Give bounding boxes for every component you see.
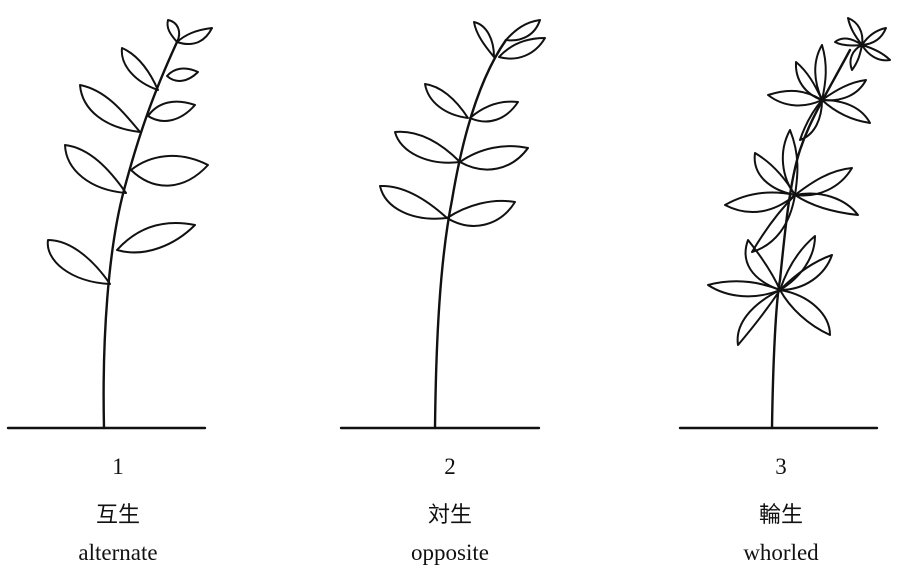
- leaf: [116, 221, 196, 254]
- panel-1-number: 1: [112, 454, 124, 479]
- panel-3-number: 3: [775, 454, 787, 479]
- leaf: [46, 239, 111, 285]
- leaf: [176, 27, 213, 46]
- leaf: [779, 254, 833, 291]
- leaf: [821, 99, 871, 124]
- leaf: [130, 154, 209, 187]
- whorl: [834, 17, 891, 71]
- leaf: [379, 184, 448, 220]
- panel-3-english-label: whorled: [743, 540, 819, 565]
- leaf: [498, 37, 546, 60]
- panel-alternate-plant: [6, 19, 213, 430]
- leaf: [166, 67, 199, 82]
- panel-3-japanese-label: 輪生: [758, 502, 803, 527]
- leaf: [79, 84, 141, 133]
- leaf: [446, 199, 516, 227]
- leaf: [861, 44, 891, 62]
- panel-2-japanese-label: 対生: [427, 502, 472, 527]
- whorl: [724, 129, 859, 253]
- whorl: [767, 44, 871, 141]
- leaf: [794, 192, 859, 216]
- leaf: [834, 37, 863, 47]
- leaf: [821, 79, 867, 102]
- stem-2: [433, 38, 508, 430]
- leaf: [779, 289, 831, 336]
- leaf: [120, 47, 159, 91]
- panel-2-number: 2: [444, 454, 456, 479]
- whorl: [707, 235, 833, 346]
- leaf: [473, 21, 495, 58]
- panel-opposite-plant: [339, 19, 546, 430]
- leaf: [469, 100, 519, 123]
- leaf: [394, 130, 461, 164]
- leaf: [849, 44, 863, 71]
- leaf: [505, 19, 541, 42]
- leaf: [147, 100, 196, 122]
- leaf: [724, 191, 796, 213]
- leaf: [424, 83, 469, 119]
- stem-3: [770, 48, 852, 430]
- leaf: [753, 152, 796, 196]
- leaf: [166, 19, 181, 43]
- panel-whorled-plant: [678, 17, 891, 430]
- leaf: [744, 239, 781, 291]
- panel-1-japanese-label: 互生: [95, 502, 140, 527]
- leaf: [459, 145, 529, 171]
- leaf: [814, 44, 827, 101]
- leaf: [736, 289, 781, 346]
- leaf: [707, 280, 781, 298]
- panel-2-english-label: opposite: [411, 540, 489, 565]
- panel-1-english-label: alternate: [78, 540, 158, 565]
- leaf: [847, 17, 864, 46]
- leaf: [64, 144, 127, 194]
- leaf: [794, 61, 823, 101]
- leaf: [767, 89, 823, 107]
- stem-1: [102, 40, 179, 430]
- leaf: [751, 194, 796, 253]
- leaf: [861, 27, 887, 46]
- leaf: [799, 99, 823, 141]
- leaf: [781, 129, 799, 196]
- leaf: [794, 167, 853, 197]
- leaf: [779, 235, 816, 291]
